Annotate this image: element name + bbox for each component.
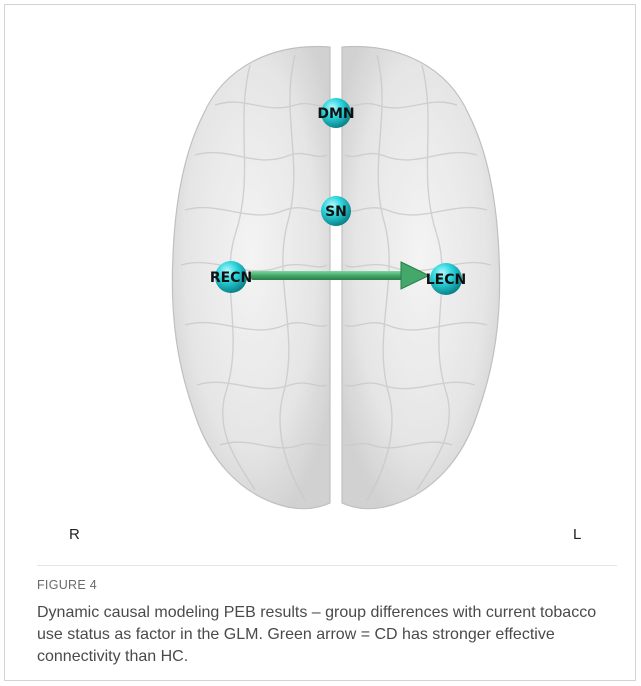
figure-label: FIGURE 4	[37, 578, 617, 592]
node-sn: SN	[321, 196, 351, 226]
orientation-right-label: R	[69, 526, 80, 543]
brain-figure: DMN SN RECN LECN	[5, 5, 637, 550]
figure-frame: DMN SN RECN LECN R L FIGURE 4 Dynamic ca…	[4, 4, 636, 681]
figure-image: DMN SN RECN LECN R L	[5, 5, 637, 550]
node-label-lecn: LECN	[426, 272, 466, 288]
node-label-sn: SN	[325, 204, 347, 220]
caption-block: FIGURE 4 Dynamic causal modeling PEB res…	[37, 560, 617, 668]
node-label-recn: RECN	[210, 270, 252, 286]
figure-caption: Dynamic causal modeling PEB results – gr…	[37, 602, 617, 668]
orientation-left-label: L	[573, 526, 581, 543]
node-label-dmn: DMN	[317, 106, 354, 122]
